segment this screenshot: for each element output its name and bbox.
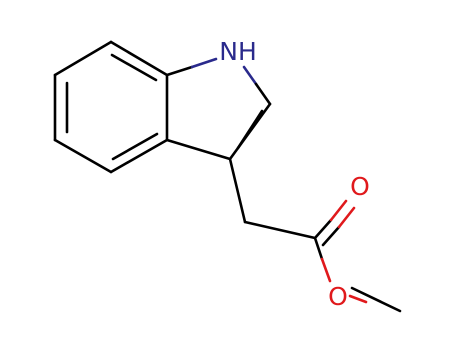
bond-c-o-single-oxygen (320, 257, 332, 283)
bond-c-o-single-carbon (313, 236, 324, 261)
bond-n-c2-nitrogen-half (242, 65, 258, 86)
bond-c-o-double-a-carbon (313, 218, 333, 240)
bond-c4-c3a (109, 138, 169, 174)
bond-lines (53, 40, 402, 313)
ester-oxygen-label: O (328, 282, 348, 311)
bond-ch2-ccoo (243, 220, 317, 240)
bond-c5-c4 (53, 138, 113, 174)
bond-c7a-n-carbon-half (165, 65, 194, 77)
bond-c7a-n-nitrogen-half (190, 57, 218, 69)
carbonyl-oxygen-label: O (350, 172, 370, 201)
bond-c7a-c7 (109, 40, 169, 77)
bond-inner-c7a-c7 (110, 53, 158, 82)
bond-c7-c6 (53, 40, 113, 77)
oxygen-bonds (313, 199, 368, 304)
bond-c-o-double-b-oxygen (337, 206, 356, 229)
bond-c3-c2-inner (236, 109, 264, 150)
bond-c3a-c3 (165, 138, 232, 161)
nitrogen-bonds (165, 57, 272, 106)
bond-inner-c4-c3a (111, 132, 159, 161)
bond-n-c2-carbon-half (254, 82, 272, 106)
bond-ch3 (350, 286, 402, 313)
bond-c-o-double-a-oxygen (329, 199, 348, 222)
bond-c3-ch2 (228, 157, 247, 224)
nitrogen-label: NH (219, 37, 257, 66)
bond-c-o-double-b-carbon (321, 225, 341, 247)
bond-o-ch3-oxygen (348, 294, 368, 304)
